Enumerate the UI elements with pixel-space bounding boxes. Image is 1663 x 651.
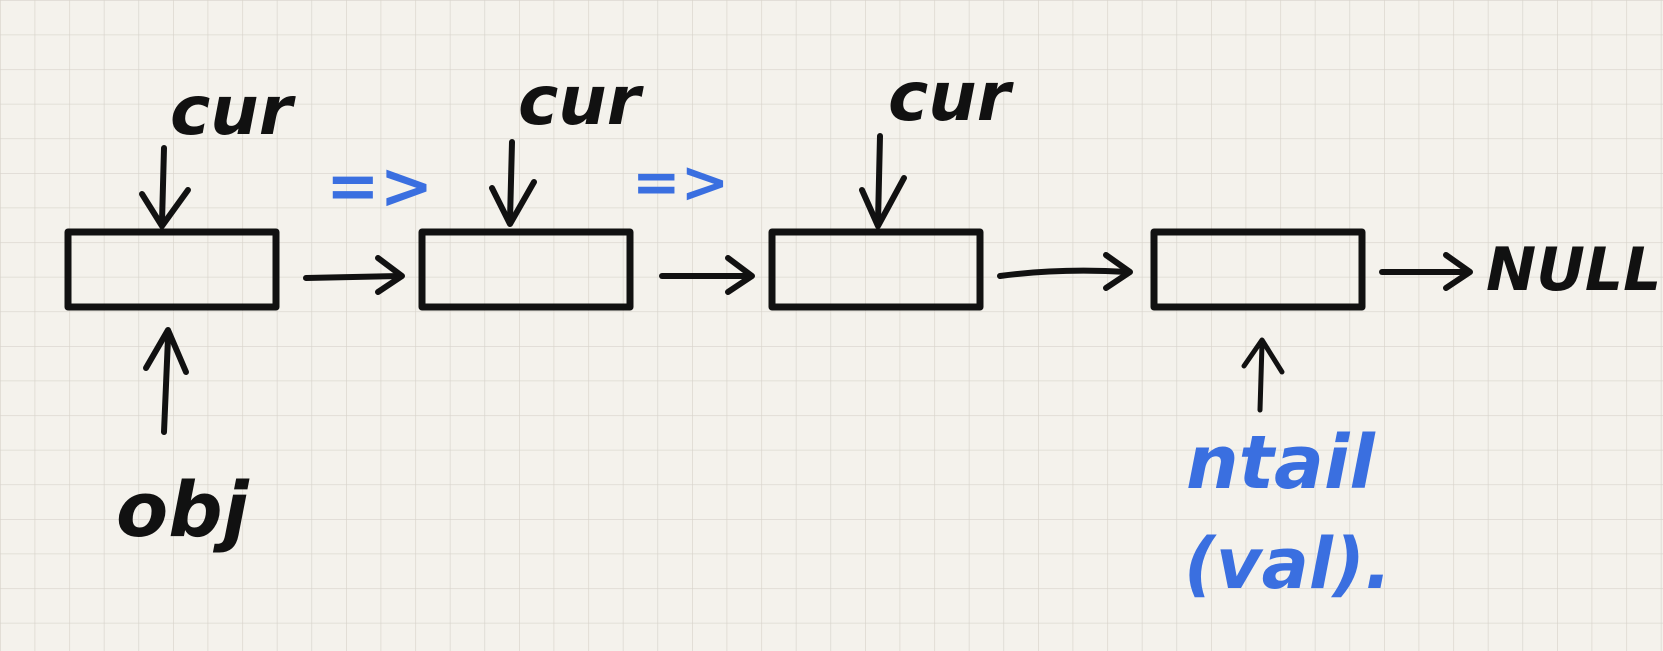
val-label: (val). (1184, 523, 1391, 605)
node-box-1 (64, 228, 280, 311)
link-arrow-2-3 (659, 255, 755, 295)
step-marker-1: => (326, 150, 433, 224)
obj-pointer-arrow (143, 327, 189, 435)
cur-arrow-2 (489, 139, 537, 227)
ntail-pointer-arrow (1241, 337, 1285, 413)
link-arrows (303, 252, 1473, 295)
cur-label-3: cur (888, 58, 1015, 137)
node-box-3 (768, 228, 984, 311)
link-arrow-1-2 (303, 255, 405, 295)
null-label: NULL. (1486, 235, 1663, 305)
cur-label-1: cur (170, 72, 297, 151)
cur-arrow-1 (139, 145, 191, 229)
obj-label: obj (116, 465, 250, 554)
cur-arrow-3 (859, 133, 907, 229)
node-box-4 (1150, 228, 1366, 311)
list-nodes (64, 228, 1366, 311)
link-arrow-3-4 (997, 252, 1133, 291)
step-marker-2: => (632, 148, 729, 216)
cur-label-2: cur (518, 62, 645, 141)
cur-pointer-arrows (139, 133, 907, 229)
link-arrow-4-null (1379, 252, 1473, 291)
ntail-label: ntail (1186, 420, 1376, 506)
node-box-2 (418, 228, 634, 311)
